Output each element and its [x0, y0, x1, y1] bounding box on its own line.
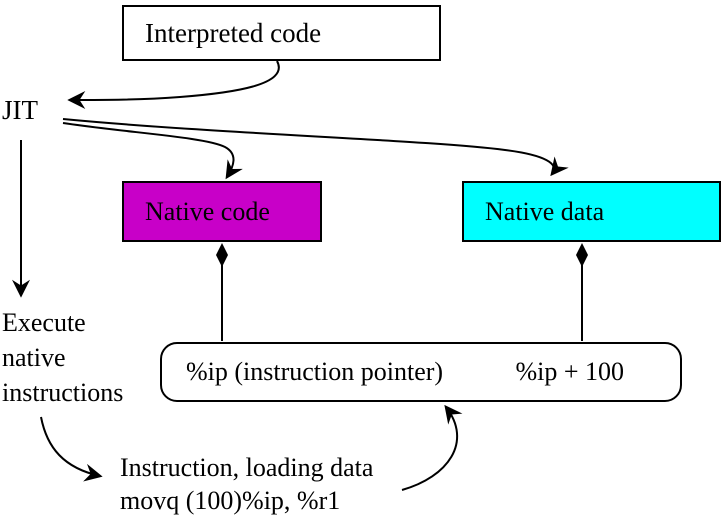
node-interpreted-code-label: Interpreted code: [145, 17, 322, 48]
link-native-data-to-ip: [576, 243, 588, 341]
note-line-2: movq (100)%ip, %r1: [120, 486, 341, 515]
ip-left-label: %ip (instruction pointer): [186, 357, 444, 386]
ip-right-label: %ip + 100: [515, 357, 624, 386]
label-instruction-note: Instruction, loading data movq (100)%ip,…: [120, 451, 373, 517]
arrow-interpreted-to-jit: [67, 60, 280, 109]
note-line-1: Instruction, loading data: [120, 453, 374, 482]
node-native-data-label: Native data: [485, 196, 605, 226]
arrow-execute-to-note: [40, 416, 103, 482]
arrow-note-to-ip: [401, 404, 463, 491]
arrow-jit-to-native-data: [62, 118, 569, 177]
label-jit: JIT: [2, 95, 38, 125]
link-native-code-to-ip: [216, 243, 228, 341]
execute-line-1: Execute: [2, 308, 86, 337]
node-native-code-label: Native code: [145, 196, 270, 226]
node-native-code: Native code: [122, 181, 322, 242]
execute-line-3: instructions: [2, 378, 124, 407]
node-native-data: Native data: [462, 181, 721, 242]
node-instruction-pointer: %ip (instruction pointer) %ip + 100: [160, 342, 682, 402]
label-execute-native-instructions: Execute native instructions: [2, 305, 123, 410]
node-interpreted-code: Interpreted code: [122, 5, 441, 61]
arrow-jit-to-native-code: [62, 122, 243, 180]
execute-line-2: native: [2, 343, 66, 372]
